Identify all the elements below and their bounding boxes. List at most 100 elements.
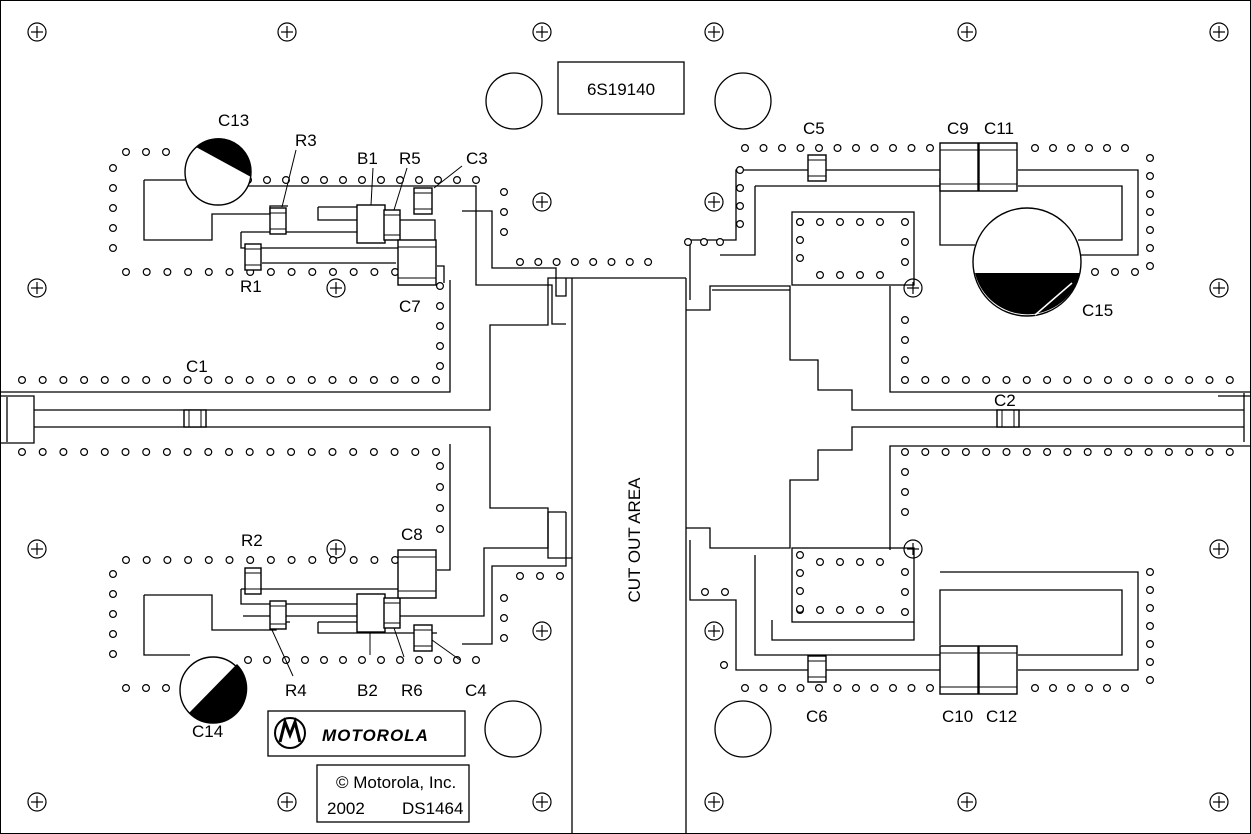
- crosshair-mark: [1209, 792, 1229, 812]
- via: [308, 268, 317, 277]
- via: [266, 268, 275, 277]
- label-C4: C4: [465, 681, 487, 700]
- via: [900, 567, 909, 576]
- via: [121, 268, 130, 277]
- via: [534, 258, 543, 267]
- capacitor-C8: [397, 549, 437, 599]
- via: [1145, 657, 1154, 666]
- via: [301, 655, 310, 664]
- capacitor-C4: [413, 624, 433, 652]
- via: [735, 166, 744, 175]
- via: [875, 218, 884, 227]
- mounting-hole: [714, 72, 772, 130]
- via: [307, 376, 316, 385]
- label-R6: R6: [401, 681, 423, 700]
- mounting-hole: [484, 700, 542, 758]
- via: [142, 448, 151, 457]
- label-R1: R1: [240, 277, 262, 296]
- via: [18, 376, 27, 385]
- via: [925, 144, 934, 153]
- lower-output-network: [689, 445, 1251, 671]
- via: [415, 655, 424, 664]
- via: [900, 448, 909, 457]
- via: [162, 148, 171, 157]
- crosshair-mark: [704, 192, 724, 212]
- crosshair-mark: [1209, 539, 1229, 559]
- via: [1102, 144, 1111, 153]
- via: [1145, 154, 1154, 163]
- via: [390, 376, 399, 385]
- label-C9: C9: [947, 119, 969, 138]
- via: [1083, 376, 1092, 385]
- via: [870, 144, 879, 153]
- via: [59, 448, 68, 457]
- via: [472, 176, 481, 185]
- crosshair-mark: [903, 539, 923, 559]
- via: [875, 557, 884, 566]
- via: [982, 448, 991, 457]
- via: [1124, 448, 1133, 457]
- via: [320, 655, 329, 664]
- via: [329, 268, 338, 277]
- via: [1066, 144, 1075, 153]
- via: [436, 504, 445, 513]
- via: [320, 176, 329, 185]
- label-C2: C2: [994, 391, 1016, 410]
- via: [453, 655, 462, 664]
- via: [900, 508, 909, 517]
- via: [1102, 683, 1111, 692]
- via: [308, 555, 317, 564]
- via: [1120, 683, 1129, 692]
- capacitor-C14: [179, 656, 248, 724]
- label-C3: C3: [466, 149, 488, 168]
- label-C12: C12: [986, 707, 1017, 726]
- via: [1145, 585, 1154, 594]
- via: [795, 218, 804, 227]
- via: [328, 448, 337, 457]
- via: [1084, 683, 1093, 692]
- crosshair-mark: [957, 22, 977, 42]
- via: [1145, 639, 1154, 648]
- via: [833, 144, 842, 153]
- via: [961, 448, 970, 457]
- label-R3: R3: [295, 131, 317, 150]
- capacitor-C1: [183, 409, 207, 428]
- label-B1: B1: [357, 149, 378, 168]
- via: [108, 609, 117, 618]
- via: [888, 144, 897, 153]
- via: [266, 376, 275, 385]
- leader-lines: [271, 149, 463, 677]
- via: [108, 204, 117, 213]
- via: [1185, 376, 1194, 385]
- via: [108, 589, 117, 598]
- via: [500, 228, 509, 237]
- via: [18, 448, 27, 457]
- via: [814, 144, 823, 153]
- via: [100, 376, 109, 385]
- via: [121, 148, 130, 157]
- crosshair-mark: [532, 792, 552, 812]
- via: [1225, 448, 1234, 457]
- via: [870, 683, 879, 692]
- via: [1030, 683, 1039, 692]
- mounting-hole: [485, 72, 543, 130]
- via: [349, 448, 358, 457]
- component-labels: C13 R3 B1 R5 C3 R1 C7 C1 R2 C8 R4 B2 R6 …: [186, 111, 1113, 741]
- via: [855, 605, 864, 614]
- via: [555, 571, 564, 580]
- part-number-box: [557, 61, 685, 115]
- via: [142, 376, 151, 385]
- mounting-hole: [714, 700, 772, 758]
- via: [851, 683, 860, 692]
- resistor-R6: [383, 597, 401, 629]
- label-C10: C10: [942, 707, 973, 726]
- via: [38, 448, 47, 457]
- via: [535, 571, 544, 580]
- capacitor-C3: [413, 187, 433, 215]
- via: [1002, 376, 1011, 385]
- via: [900, 607, 909, 616]
- via: [121, 448, 130, 457]
- via: [163, 268, 172, 277]
- via: [1225, 376, 1234, 385]
